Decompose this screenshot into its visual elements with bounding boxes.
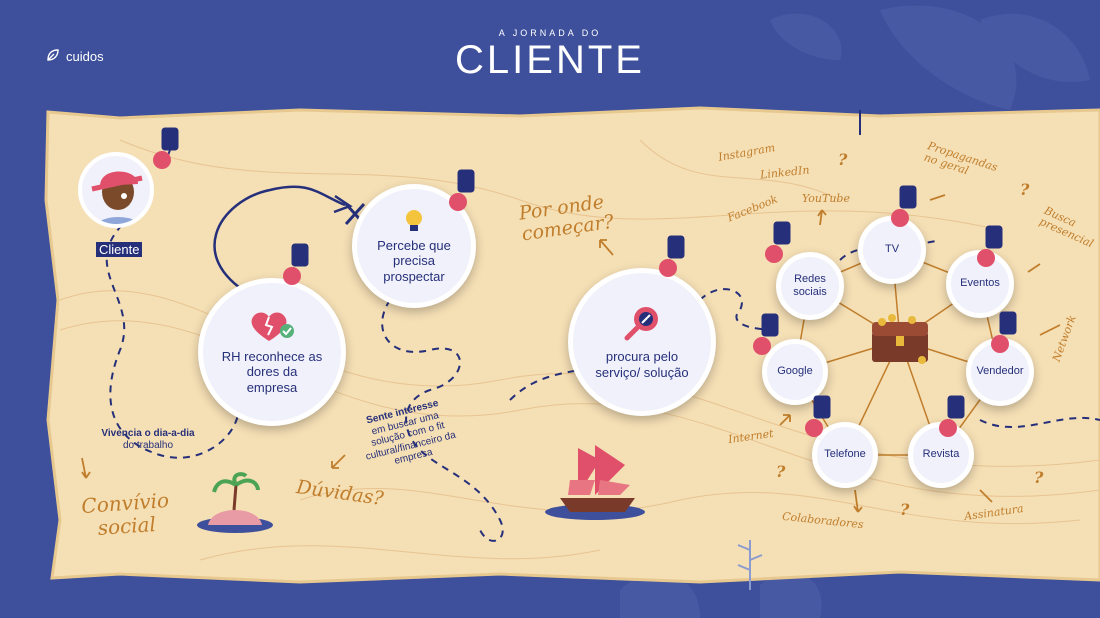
channel-redes-sociais: Redes sociais	[776, 252, 844, 320]
question-mark: ?	[838, 150, 848, 169]
channel-google: Google	[762, 339, 828, 405]
channel-tv-label: TV	[884, 243, 900, 256]
youtube-label: YouTube	[802, 192, 850, 205]
lightbulb-icon	[406, 209, 422, 231]
channel-eventos: Eventos	[946, 250, 1014, 318]
brand-name: cuidos	[66, 49, 104, 64]
journey-path-3	[509, 349, 621, 401]
node-rh-label: RH reconhece as dores da empresa	[221, 348, 323, 395]
page-title: CLIENTE	[455, 38, 645, 82]
vivencia-note: Vivencia o dia-a-dia do trabalho	[100, 428, 196, 451]
channel-telefone: Telefone	[812, 422, 878, 488]
curved-arrow	[213, 185, 346, 302]
node-percebe-label: Percebe que precisa prospectar	[377, 237, 451, 284]
journey-path-6	[979, 416, 1100, 429]
journey-path-2	[381, 299, 504, 542]
broken-heart-icon	[251, 312, 294, 341]
channel-eventos-label: Eventos	[960, 277, 1000, 290]
channel-tv: TV	[858, 216, 926, 284]
persona-label: Cliente	[96, 242, 143, 257]
vivencia-note-bold: Vivencia o dia-a-dia	[101, 428, 195, 439]
channel-google-label: Google	[777, 365, 813, 378]
question-mark: ?	[1020, 180, 1030, 199]
leaf-icon	[46, 48, 60, 65]
question-mark: ?	[1034, 468, 1044, 487]
ship-icon	[545, 445, 645, 520]
leaf-decor-icon	[620, 5, 1090, 618]
convivio-label: Convívio social	[80, 488, 170, 540]
node-percebe: Percebe que precisa prospectar	[352, 184, 476, 308]
vivencia-note-rest: do trabalho	[122, 439, 174, 451]
channel-vendedor: Vendedor	[966, 338, 1034, 406]
node-procura-label: procura pelo serviço/ solução	[595, 349, 689, 380]
island-icon	[197, 472, 273, 533]
node-procura: procura pelo serviço/ solução	[568, 268, 716, 416]
journey-path	[105, 224, 241, 459]
magnifier-icon	[624, 307, 658, 341]
persona-avatar	[78, 152, 154, 228]
question-mark: ?	[776, 462, 786, 481]
channel-redes-label: Redes sociais	[793, 272, 827, 298]
channel-revista-label: Revista	[922, 448, 960, 461]
node-rh-reconhece: RH reconhece as dores da empresa	[198, 278, 346, 426]
channel-vendedor-label: Vendedor	[976, 365, 1024, 378]
channel-revista: Revista	[908, 422, 974, 488]
brand-logo: cuidos	[46, 48, 104, 65]
page-subtitle: A JORNADA DO	[498, 28, 602, 38]
treasure-chest-icon	[872, 314, 928, 364]
small-arrow-icons	[81, 194, 1061, 513]
leaf-bottom-icon	[737, 540, 763, 590]
channel-telefone-label: Telefone	[824, 448, 866, 461]
question-mark: ?	[900, 500, 910, 519]
arrow-head-icon	[333, 194, 353, 214]
